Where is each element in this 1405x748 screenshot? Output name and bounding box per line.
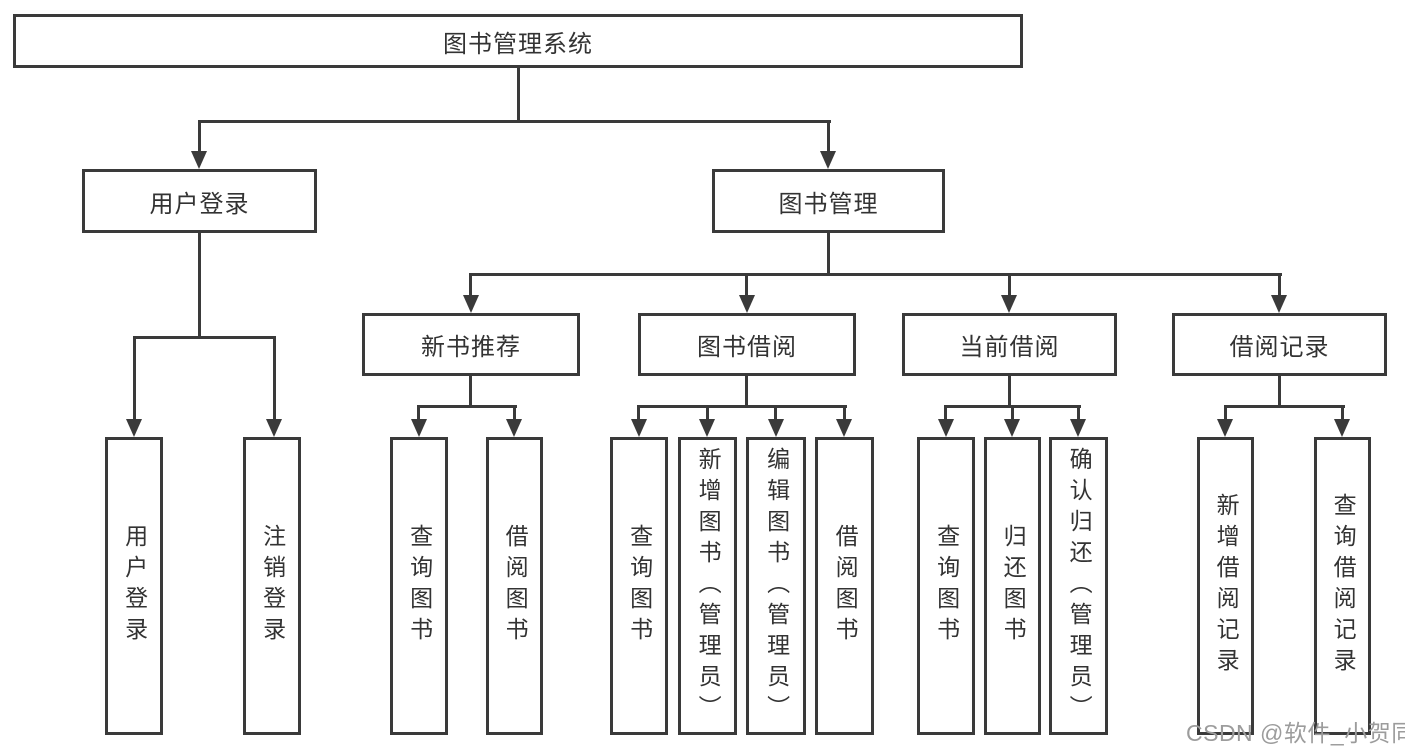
leaf-logout: 注销登录 (243, 437, 301, 735)
arrowhead-down-icon (463, 295, 479, 313)
leaf-user-login: 用户登录 (105, 437, 163, 735)
connector-vline (944, 405, 947, 425)
arrowhead-down-icon (1070, 419, 1086, 437)
connector-vline (745, 273, 748, 297)
connector-vline (198, 120, 201, 153)
connector-vline (1011, 405, 1014, 425)
node-label: 图书管理系统 (443, 30, 593, 58)
arrowhead-down-icon (411, 419, 427, 437)
csdn-watermark: CSDN @软件_小贺同学 (1186, 720, 1405, 746)
connector-vline (1008, 273, 1011, 297)
leaf-label: 注销登录 (259, 524, 286, 648)
node-label: 图书借阅 (697, 334, 797, 361)
leaf-query-books-borrowing: 查询图书 (610, 437, 668, 735)
connector-vline (745, 376, 748, 408)
arrowhead-down-icon (739, 295, 755, 313)
arrowhead-down-icon (126, 419, 142, 437)
arrowhead-down-icon (631, 419, 647, 437)
connector-vline (198, 233, 201, 339)
node-label: 用户登录 (149, 190, 250, 218)
connector-vline (1341, 405, 1344, 425)
connector-hline (1224, 405, 1345, 408)
node-book-management: 图书管理 (712, 169, 945, 233)
arrowhead-down-icon (836, 419, 852, 437)
arrowhead-down-icon (768, 419, 784, 437)
connector-vline (133, 336, 136, 421)
node-label: 借阅记录 (1229, 334, 1330, 361)
node-book-borrowing: 图书借阅 (638, 313, 856, 376)
leaf-confirm-return-admin: 确认归还（管理员） (1049, 437, 1108, 735)
node-borrowing-records: 借阅记录 (1172, 313, 1387, 376)
leaf-add-borrow-record: 新增借阅记录 (1197, 437, 1254, 735)
leaf-query-books-current: 查询图书 (917, 437, 975, 735)
arrowhead-down-icon (266, 419, 282, 437)
node-label: 图书管理 (778, 190, 879, 218)
connector-vline (1224, 405, 1227, 425)
connector-vline (637, 405, 640, 425)
leaf-label: 查询图书 (933, 524, 960, 648)
node-current-borrowing: 当前借阅 (902, 313, 1117, 376)
connector-vline (1278, 273, 1281, 297)
leaf-label: 查询图书 (626, 524, 653, 648)
arrowhead-down-icon (938, 419, 954, 437)
arrowhead-down-icon (506, 419, 522, 437)
arrowhead-down-icon (1271, 295, 1287, 313)
leaf-query-borrow-record: 查询借阅记录 (1314, 437, 1371, 735)
arrowhead-down-icon (1217, 419, 1233, 437)
connector-hline (198, 120, 831, 123)
connector-vline (517, 68, 520, 123)
leaf-borrow-books-recommendation: 借阅图书 (486, 437, 543, 735)
connector-vline (417, 405, 420, 425)
leaf-label: 新增图书（管理员） (695, 446, 722, 726)
leaf-edit-books-admin: 编辑图书（管理员） (746, 437, 806, 735)
node-book-management-system: 图书管理系统 (13, 14, 1023, 68)
leaf-label: 归还图书 (1000, 524, 1027, 648)
arrowhead-down-icon (699, 419, 715, 437)
leaf-query-books-recommendation: 查询图书 (390, 437, 448, 735)
connector-vline (1008, 376, 1011, 408)
leaf-add-books-admin: 新增图书（管理员） (678, 437, 737, 735)
leaf-label: 借阅图书 (502, 524, 529, 648)
connector-vline (1077, 405, 1080, 425)
leaf-label: 确认归还（管理员） (1066, 446, 1093, 726)
arrowhead-down-icon (820, 151, 836, 169)
arrowhead-down-icon (1334, 419, 1350, 437)
connector-vline (774, 405, 777, 425)
arrowhead-down-icon (1004, 419, 1020, 437)
connector-vline (469, 376, 472, 408)
node-label: 新书推荐 (421, 334, 521, 361)
leaf-label: 用户登录 (121, 524, 148, 648)
connector-vline (273, 336, 276, 421)
connector-vline (469, 273, 472, 297)
connector-hline (133, 336, 276, 339)
leaf-label: 借阅图书 (832, 524, 859, 648)
connector-hline (417, 405, 517, 408)
connector-vline (827, 120, 830, 153)
node-label: 当前借阅 (959, 334, 1060, 361)
arrowhead-down-icon (191, 151, 207, 169)
node-new-book-recommendation: 新书推荐 (362, 313, 580, 376)
connector-hline (469, 273, 1282, 276)
connector-vline (706, 405, 709, 425)
connector-vline (1278, 376, 1281, 408)
connector-vline (513, 405, 516, 425)
leaf-label: 查询图书 (406, 524, 433, 648)
leaf-label: 查询借阅记录 (1330, 493, 1357, 679)
node-user-login: 用户登录 (82, 169, 317, 233)
leaf-label: 新增借阅记录 (1213, 493, 1240, 679)
connector-vline (843, 405, 846, 425)
leaf-borrow-books-borrowing: 借阅图书 (815, 437, 874, 735)
arrowhead-down-icon (1001, 295, 1017, 313)
leaf-return-books: 归还图书 (984, 437, 1041, 735)
connector-hline (637, 405, 847, 408)
leaf-label: 编辑图书（管理员） (763, 446, 790, 726)
connector-vline (827, 233, 830, 276)
